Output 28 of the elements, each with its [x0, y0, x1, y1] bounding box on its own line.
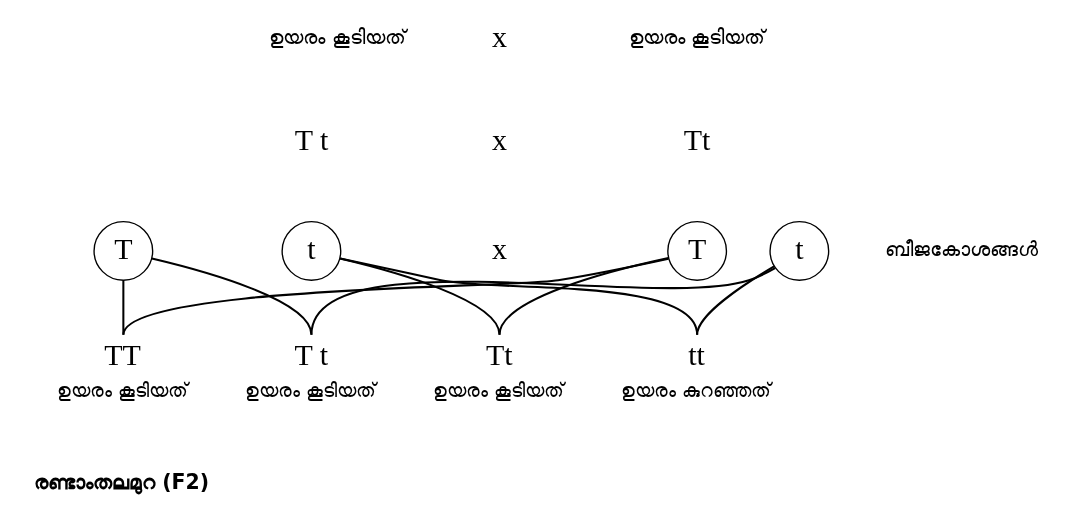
- connector: [695, 265, 775, 335]
- label: x: [491, 231, 507, 265]
- node-label: ഉയരം കൂടിയത്: [244, 378, 376, 401]
- label: ഉയരം കൂടിയത്: [268, 24, 406, 49]
- connector: [339, 257, 698, 335]
- label: ഉയരം കൂടിയത്: [628, 24, 765, 49]
- label: ബീജകോശങ്ങൾ: [884, 236, 1038, 261]
- node-label: ഉയരം കുറഞ്ഞത്: [620, 378, 771, 401]
- node-circle: t: [768, 220, 829, 281]
- node-text: TT: [103, 337, 141, 371]
- node-label: ഉയരം കൂടിയത്: [432, 378, 564, 401]
- node-text: T t: [293, 337, 328, 371]
- label: T t: [294, 122, 328, 156]
- connector: [121, 280, 124, 335]
- node-circle: t: [280, 220, 341, 281]
- label: Tt: [683, 122, 710, 156]
- node-text: Tt: [485, 337, 513, 371]
- connector: [498, 256, 669, 335]
- node-circle: T: [666, 220, 727, 281]
- connector: [122, 257, 669, 335]
- label: x: [491, 122, 507, 156]
- connector: [151, 257, 312, 335]
- node-circle: T: [92, 220, 153, 281]
- connector: [309, 266, 776, 335]
- label: x: [491, 19, 507, 53]
- label: രണ്ടാംതലമുറ (F2): [33, 469, 209, 494]
- node-text: tt: [687, 337, 705, 371]
- node-label: ഉയരം കൂടിയത്: [56, 378, 188, 401]
